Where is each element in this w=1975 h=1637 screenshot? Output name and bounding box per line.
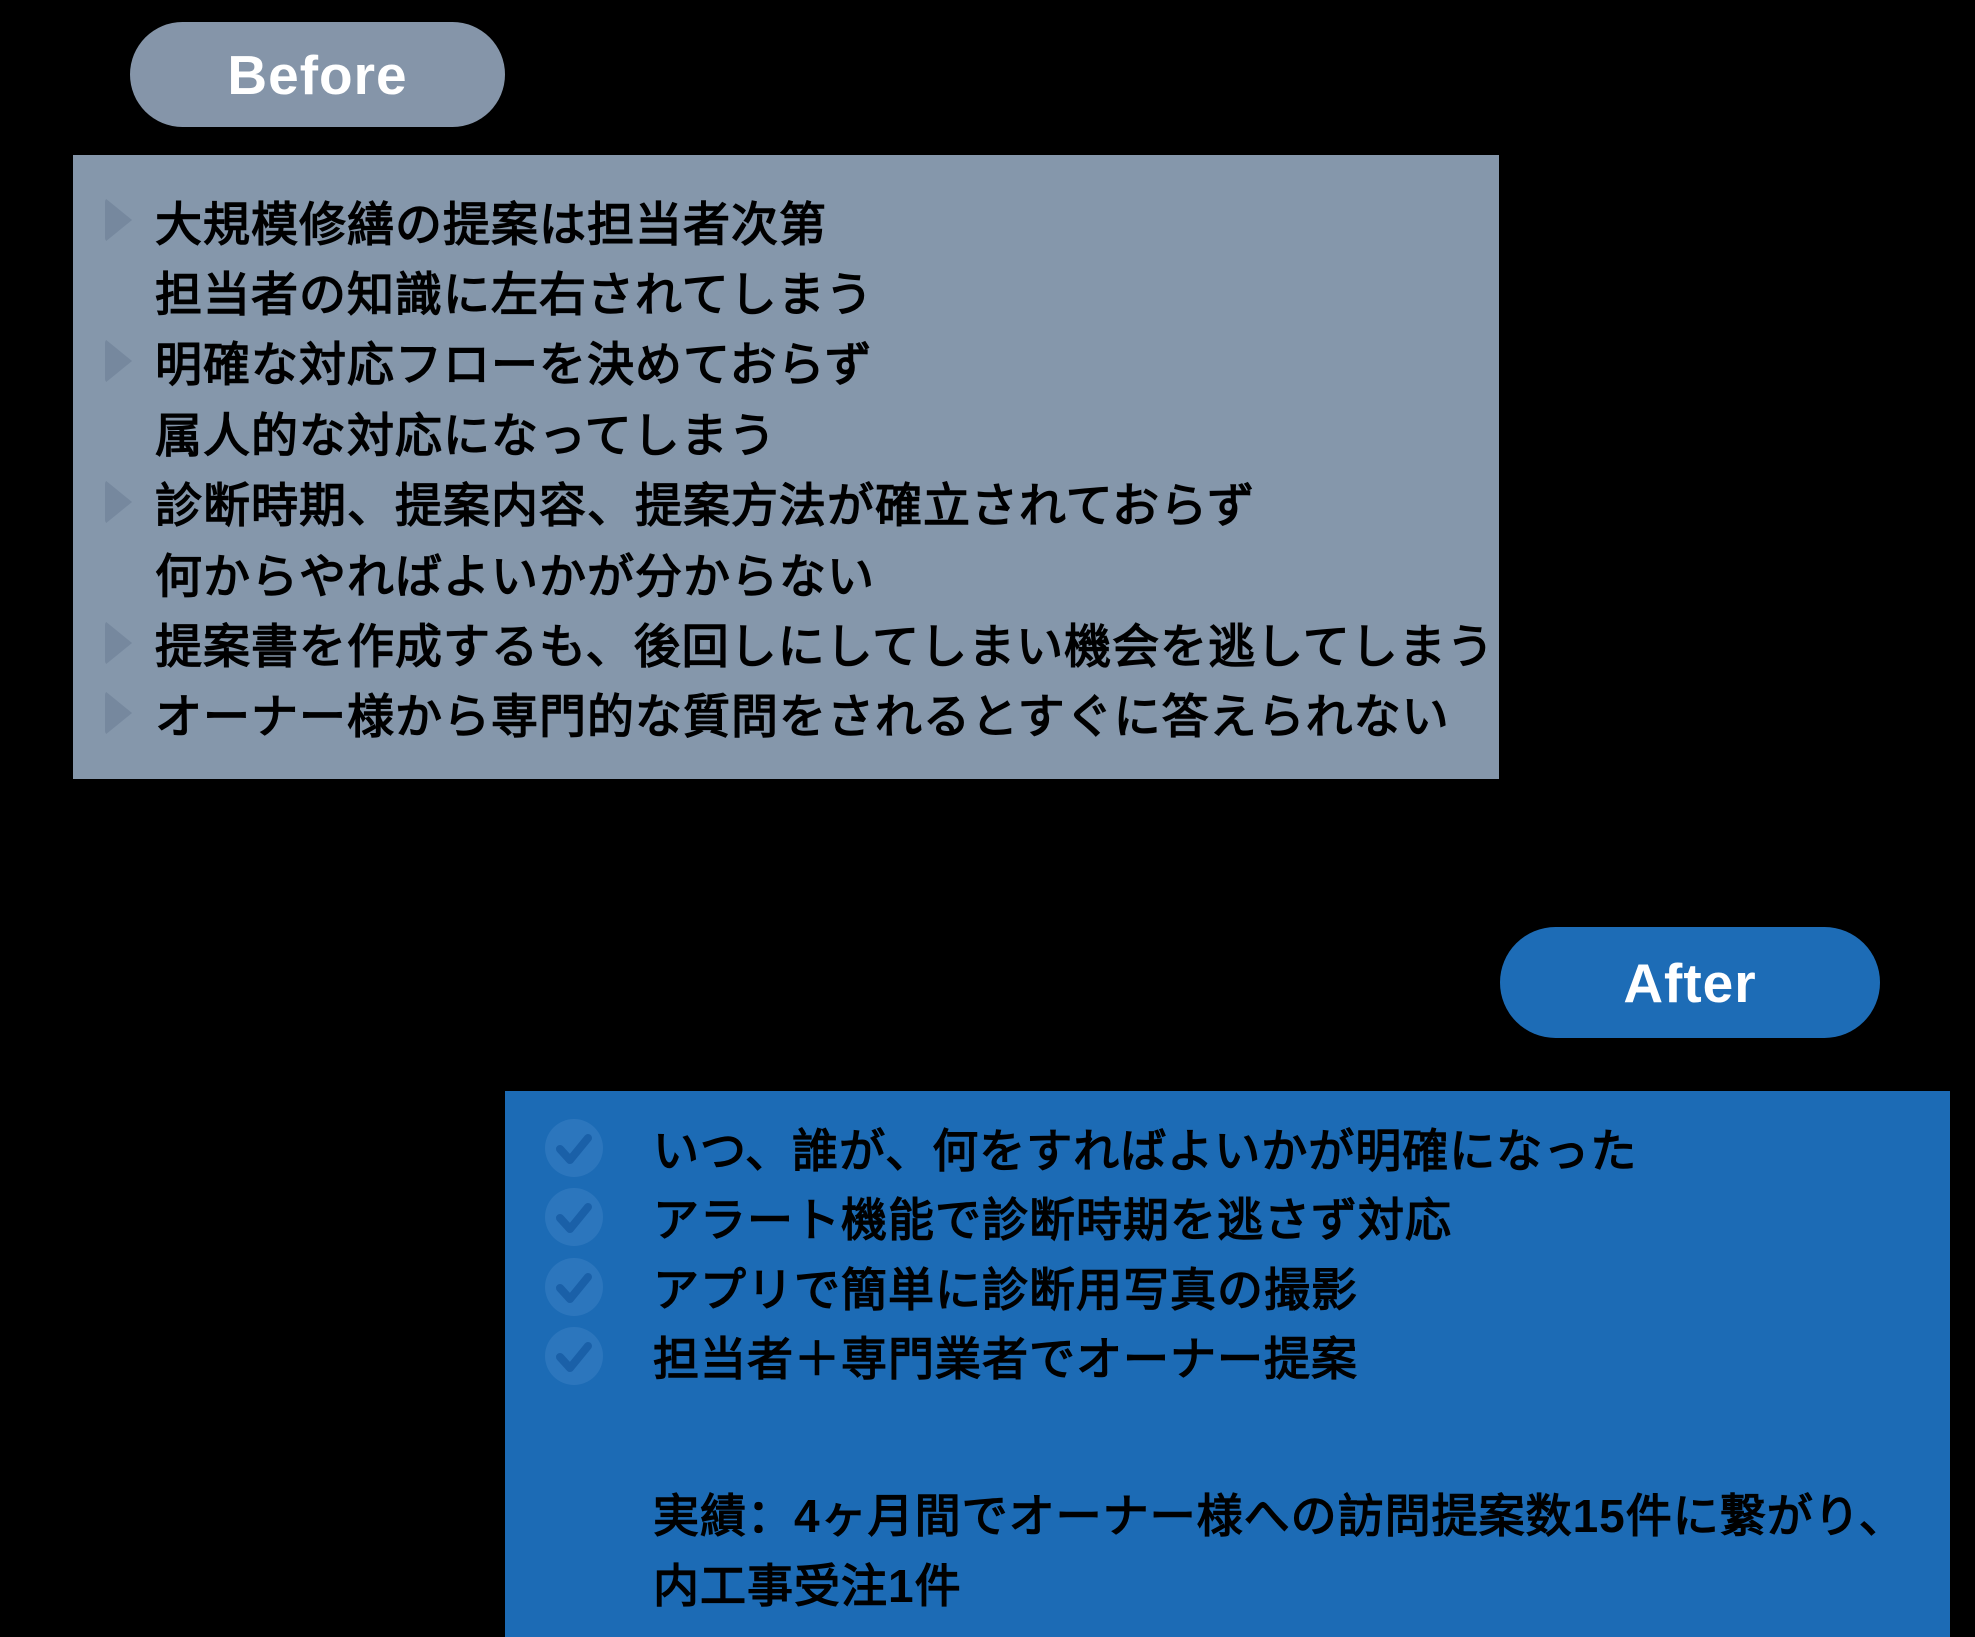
check-circle-icon xyxy=(545,1257,603,1316)
before-list-text: 提案書を作成するも、後回しにしてしまい機会を逃してしまう xyxy=(155,620,1495,674)
after-list-item: アプリで簡単に診断用写真の撮影 xyxy=(505,1252,1950,1322)
before-list-text: 担当者の知識に左右されてしまう xyxy=(155,268,874,322)
check-circle-icon xyxy=(545,1118,603,1177)
after-panel-spacer xyxy=(505,1391,1950,1478)
after-list-text: アプリで簡単に診断用写真の撮影 xyxy=(653,1263,1358,1316)
after-list-item: アラート機能で診断時期を逃さず対応 xyxy=(505,1183,1950,1253)
before-list-text: 属人的な対応になってしまう xyxy=(155,408,777,462)
before-list-item: 大規模修繕の提案は担当者次第 xyxy=(73,185,1499,255)
triangle-bullet-icon xyxy=(105,198,132,243)
before-list-item: 何からやればよいかが分からない xyxy=(73,537,1499,607)
before-list-item: 診断時期、提案内容、提案方法が確立されておらず xyxy=(73,467,1499,537)
after-list-text: アラート機能で診断時期を逃さず対応 xyxy=(653,1194,1452,1247)
after-badge-label: After xyxy=(1623,951,1757,1014)
before-list-text: 明確な対応フローを決めておらず xyxy=(155,338,873,392)
before-list-item: 属人的な対応になってしまう xyxy=(73,396,1499,466)
after-panel: いつ、誰が、何をすればよいかが明確になった アラート機能で診断時期を逃さず対応 … xyxy=(505,1091,1950,1637)
before-list-text: 診断時期、提案内容、提案方法が確立されておらず xyxy=(155,479,1256,533)
before-list-text: 大規模修繕の提案は担当者次第 xyxy=(155,197,827,251)
before-list-item: オーナー様から専門的な質問をされるとすぐに答えられない xyxy=(73,678,1499,748)
result-text: 実績：4ヶ月間でオーナー様への訪問提案数15件に繋がり、 xyxy=(653,1490,1906,1542)
after-list-text: いつ、誰が、何をすればよいかが明確になった xyxy=(653,1124,1638,1177)
result-text: 内工事受注1件 xyxy=(653,1560,962,1612)
check-circle-icon xyxy=(545,1327,603,1386)
before-list-item: 担当者の知識に左右されてしまう xyxy=(73,255,1499,325)
after-badge: After xyxy=(1500,927,1880,1038)
before-list-item: 明確な対応フローを決めておらず xyxy=(73,326,1499,396)
triangle-bullet-icon xyxy=(105,690,132,735)
before-panel: 大規模修繕の提案は担当者次第 担当者の知識に左右されてしまう 明確な対応フローを… xyxy=(73,155,1499,779)
before-badge: Before xyxy=(130,22,505,127)
check-circle-icon xyxy=(545,1188,603,1247)
after-list-item: 担当者＋専門業者でオーナー提案 xyxy=(505,1322,1950,1392)
before-list-text: 何からやればよいかが分からない xyxy=(155,549,875,603)
before-list-item: 提案書を作成するも、後回しにしてしまい機会を逃してしまう xyxy=(73,607,1499,677)
after-list-text: 担当者＋専門業者でオーナー提案 xyxy=(653,1333,1358,1386)
triangle-bullet-icon xyxy=(105,479,132,524)
before-badge-label: Before xyxy=(227,43,408,106)
before-list-text: オーナー様から専門的な質問をされるとすぐに答えられない xyxy=(155,690,1450,744)
result-line: 内工事受注1件 xyxy=(505,1548,1950,1618)
triangle-bullet-icon xyxy=(105,338,132,383)
result-line: 実績：4ヶ月間でオーナー様への訪問提案数15件に繋がり、 xyxy=(505,1478,1950,1548)
after-list-item: いつ、誰が、何をすればよいかが明確になった xyxy=(505,1113,1950,1183)
triangle-bullet-icon xyxy=(105,620,132,665)
